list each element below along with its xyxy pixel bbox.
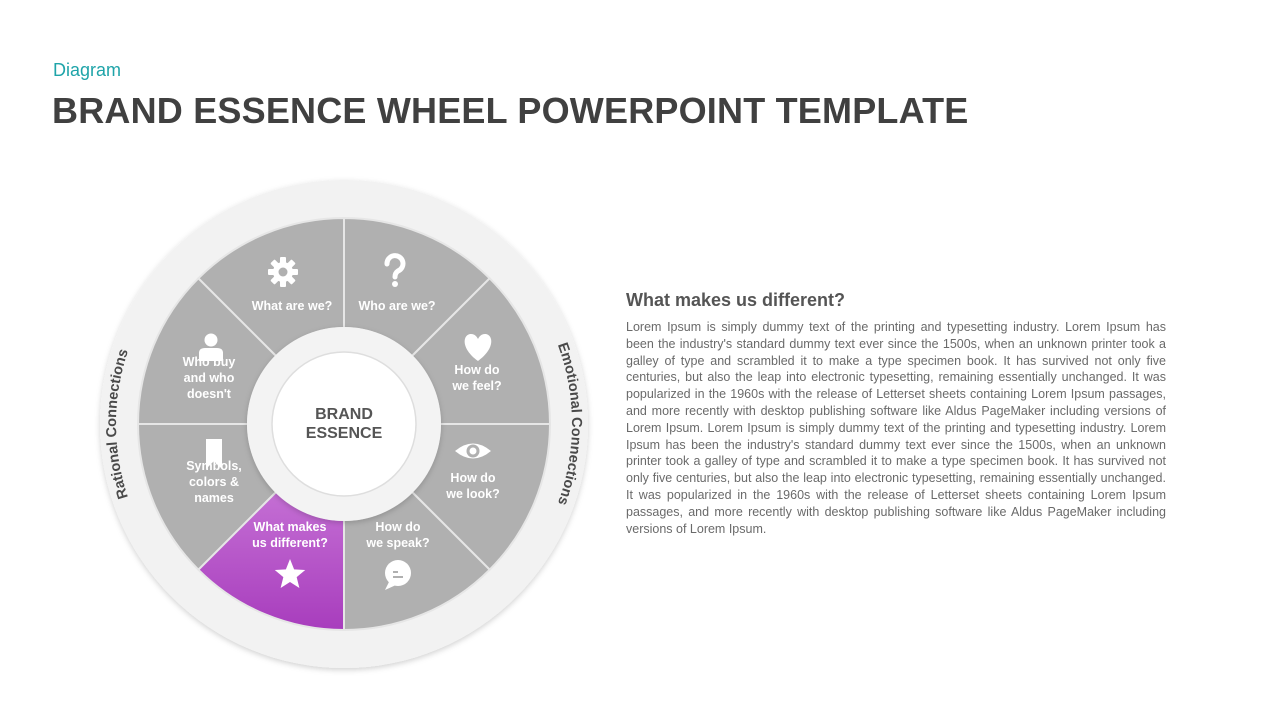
segment-label: What makes (254, 520, 327, 534)
question-icon (384, 253, 406, 287)
description-body: Lorem Ipsum is simply dummy text of the … (626, 320, 1166, 536)
segment-label: How do (375, 520, 420, 534)
bookmark-icon (206, 439, 222, 469)
segment-label: we look? (445, 487, 499, 501)
user-icon (199, 333, 223, 361)
segment-label: How do (450, 471, 495, 485)
segment-label: Who are we? (358, 299, 435, 313)
page-title: BRAND ESSENCE WHEEL POWERPOINT TEMPLATE (52, 90, 969, 131)
segment-label: Symbols, (186, 459, 242, 473)
star-icon (274, 559, 306, 588)
wheel-segment: What are we? (196, 216, 345, 358)
description-heading: What makes us different? (626, 290, 846, 310)
description-panel: What makes us different? Lorem Ipsum is … (626, 290, 1166, 537)
gear-icon (268, 257, 298, 287)
segment-label: What are we? (252, 299, 333, 313)
wheel-segment: What makes us different? (196, 490, 345, 632)
wheel-segment: How do we feel? (410, 276, 552, 425)
segment-label: we feel? (451, 379, 501, 393)
segment-label: and who (184, 371, 235, 385)
eye-icon (455, 443, 491, 459)
segment-label: doesn't (187, 387, 232, 401)
segment-label: Who buy (183, 355, 236, 369)
segment-label: colors & (189, 475, 239, 489)
center-circle (271, 351, 417, 497)
center-label-line-1: BRAND (315, 406, 373, 423)
wheel-segment: Who buy and who doesn't (136, 276, 278, 425)
segment-label: us different? (252, 536, 328, 550)
segment-label: names (194, 491, 234, 505)
center-label-line-2: ESSENCE (306, 425, 383, 442)
wheel-segment: How do we look? (410, 423, 552, 572)
segment-label: we speak? (365, 536, 429, 550)
segment-label: How do (454, 363, 499, 377)
speech-bubble-icon (385, 560, 411, 590)
section-kicker: Diagram (53, 60, 122, 80)
heart-icon (464, 334, 492, 361)
